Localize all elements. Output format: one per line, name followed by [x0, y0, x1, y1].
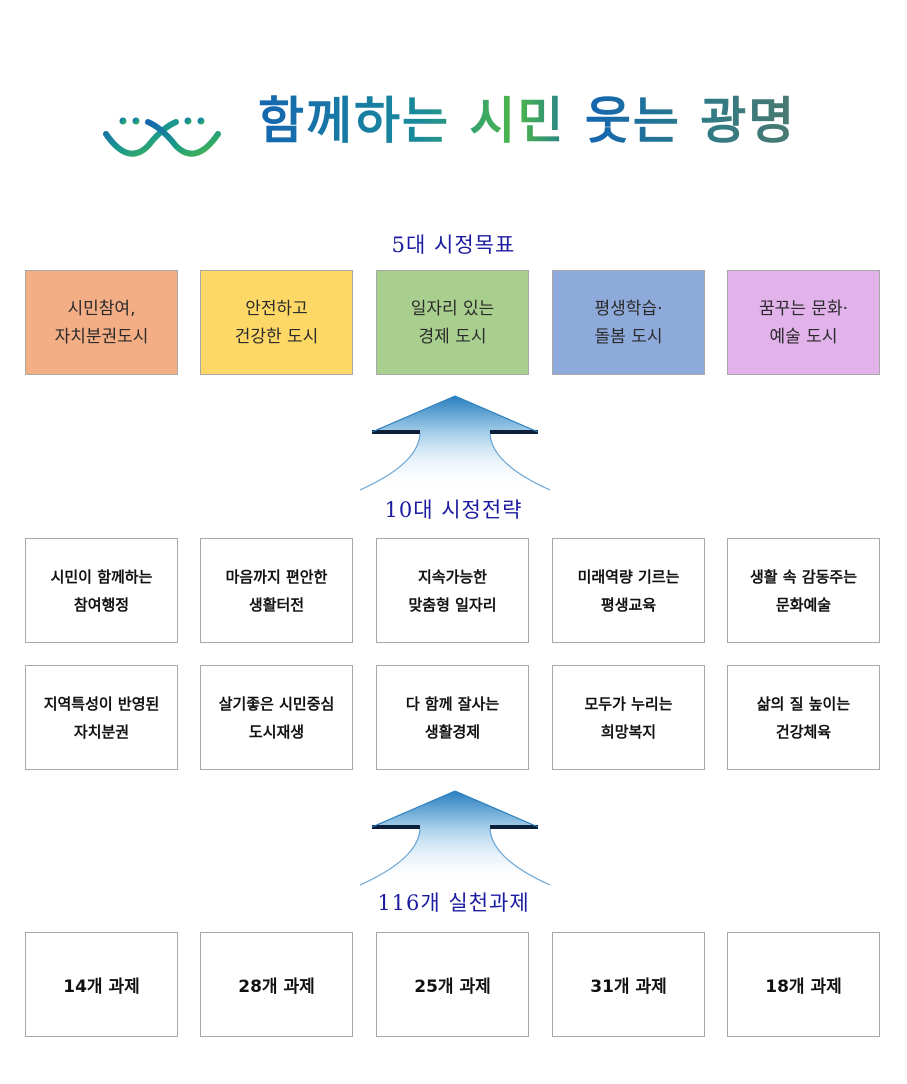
- goal-box-1: 시민참여, 자치분권도시: [25, 270, 178, 375]
- strategy-box: 시민이 함께하는 참여행정: [25, 538, 178, 643]
- strategy-label: 모두가 누리는 희망복지: [584, 694, 673, 741]
- task-box: 18개 과제: [727, 932, 880, 1037]
- goal-label: 꿈꾸는 문화· 예술 도시: [758, 298, 848, 347]
- goals-title: 5대 시정목표: [391, 233, 516, 257]
- slogan-text: 함께하는 시민 웃는 광명: [258, 92, 796, 150]
- strategy-box: 생활 속 감동주는 문화예술: [727, 538, 880, 643]
- strategy-label: 지속가능한 맞춤형 일자리: [408, 567, 497, 614]
- strategy-label: 삶의 질 높이는 건강체육: [756, 694, 851, 741]
- tasks-row: 14개 과제 28개 과제 25개 과제 31개 과제 18개 과제: [25, 932, 881, 1037]
- task-box: 28개 과제: [200, 932, 353, 1037]
- strategy-box: 살기좋은 시민중심 도시재생: [200, 665, 353, 770]
- task-label: 28개 과제: [238, 977, 315, 997]
- task-box: 25개 과제: [376, 932, 529, 1037]
- strategy-label: 다 함께 잘사는 생활경제: [405, 694, 500, 741]
- task-box: 14개 과제: [25, 932, 178, 1037]
- strategy-label: 시민이 함께하는 참여행정: [50, 567, 153, 614]
- strategy-box: 삶의 질 높이는 건강체육: [727, 665, 880, 770]
- strategy-box: 미래역량 기르는 평생교육: [552, 538, 705, 643]
- task-box: 31개 과제: [552, 932, 705, 1037]
- strategy-box: 마음까지 편안한 생활터전: [200, 538, 353, 643]
- strategy-label: 지역특성이 반영된 자치분권: [43, 694, 160, 741]
- strategy-label: 생활 속 감동주는 문화예술: [749, 567, 858, 614]
- goal-label: 시민참여, 자치분권도시: [54, 298, 149, 347]
- strategy-box: 모두가 누리는 희망복지: [552, 665, 705, 770]
- goal-box-3: 일자리 있는 경제 도시: [376, 270, 529, 375]
- goal-box-2: 안전하고 건강한 도시: [200, 270, 353, 375]
- tasks-title: 116개 실천과제: [377, 891, 530, 915]
- strategy-box: 지역특성이 반영된 자치분권: [25, 665, 178, 770]
- strategy-box: 다 함께 잘사는 생활경제: [376, 665, 529, 770]
- task-label: 31개 과제: [590, 977, 667, 997]
- goal-box-5: 꿈꾸는 문화· 예술 도시: [727, 270, 880, 375]
- task-label: 14개 과제: [63, 977, 140, 997]
- strategies-title: 10대 시정전략: [384, 498, 523, 522]
- strategies-row-1: 시민이 함께하는 참여행정 마음까지 편안한 생활터전 지속가능한 맞춤형 일자…: [25, 538, 881, 643]
- up-arrow-icon: [350, 394, 560, 494]
- strategy-label: 마음까지 편안한 생활터전: [225, 567, 328, 614]
- goal-label: 안전하고 건강한 도시: [234, 298, 319, 347]
- up-arrow-icon: [350, 789, 560, 889]
- strategies-row-2: 지역특성이 반영된 자치분권 살기좋은 시민중심 도시재생 다 함께 잘사는 생…: [25, 665, 881, 770]
- goal-label: 평생학습· 돌봄 도시: [594, 298, 663, 347]
- goal-label: 일자리 있는 경제 도시: [410, 298, 495, 347]
- strategy-label: 살기좋은 시민중심 도시재생: [218, 694, 335, 741]
- goals-row: 시민참여, 자치분권도시 안전하고 건강한 도시 일자리 있는 경제 도시 평생…: [25, 270, 881, 375]
- task-label: 25개 과제: [414, 977, 491, 997]
- goal-box-4: 평생학습· 돌봄 도시: [552, 270, 705, 375]
- strategy-box: 지속가능한 맞춤형 일자리: [376, 538, 529, 643]
- strategy-label: 미래역량 기르는 평생교육: [577, 567, 680, 614]
- task-label: 18개 과제: [765, 977, 842, 997]
- two-hands-smile-icon: 함께하는 시민 웃는 광명: [103, 71, 796, 157]
- logo: 함께하는 시민 웃는 광명: [98, 66, 818, 166]
